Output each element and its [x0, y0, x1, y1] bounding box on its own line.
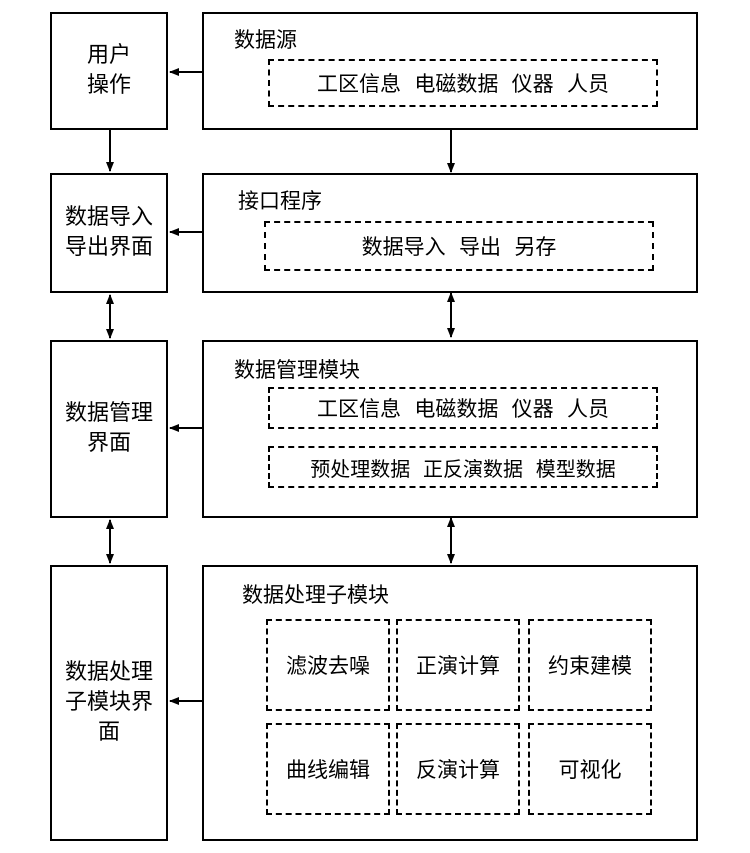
data-management-row2: 预处理数据 正反演数据 模型数据 [268, 446, 658, 488]
data-source-box: 数据源 工区信息 电磁数据 仪器 人员 [202, 12, 698, 130]
user-operation-box: 用户 操作 [50, 12, 168, 130]
data-management-row1: 工区信息 电磁数据 仪器 人员 [268, 387, 658, 429]
interface-program-box: 接口程序 数据导入 导出 另存 [202, 173, 698, 293]
process-cell-forward: 正演计算 [396, 619, 520, 711]
data-management-box: 数据管理模块 工区信息 电磁数据 仪器 人员 预处理数据 正反演数据 模型数据 [202, 340, 698, 518]
import-export-ui-box: 数据导入 导出界面 [50, 173, 168, 293]
data-processing-box: 数据处理子模块 滤波去噪 正演计算 约束建模 曲线编辑 反演计算 可视化 [202, 565, 698, 841]
data-management-title: 数据管理模块 [234, 358, 360, 382]
data-processing-ui-box: 数据处理 子模块界 面 [50, 565, 168, 841]
data-processing-title: 数据处理子模块 [242, 583, 389, 607]
process-cell-constrained-model: 约束建模 [528, 619, 652, 711]
process-cell-visualization: 可视化 [528, 723, 652, 815]
data-source-items: 工区信息 电磁数据 仪器 人员 [268, 59, 658, 107]
process-cell-curve-edit: 曲线编辑 [266, 723, 390, 815]
process-cell-filter: 滤波去噪 [266, 619, 390, 711]
data-management-ui-box: 数据管理 界面 [50, 340, 168, 518]
interface-program-items: 数据导入 导出 另存 [264, 221, 654, 271]
interface-program-title: 接口程序 [238, 189, 322, 213]
data-source-title: 数据源 [234, 28, 297, 52]
process-cell-inversion: 反演计算 [396, 723, 520, 815]
